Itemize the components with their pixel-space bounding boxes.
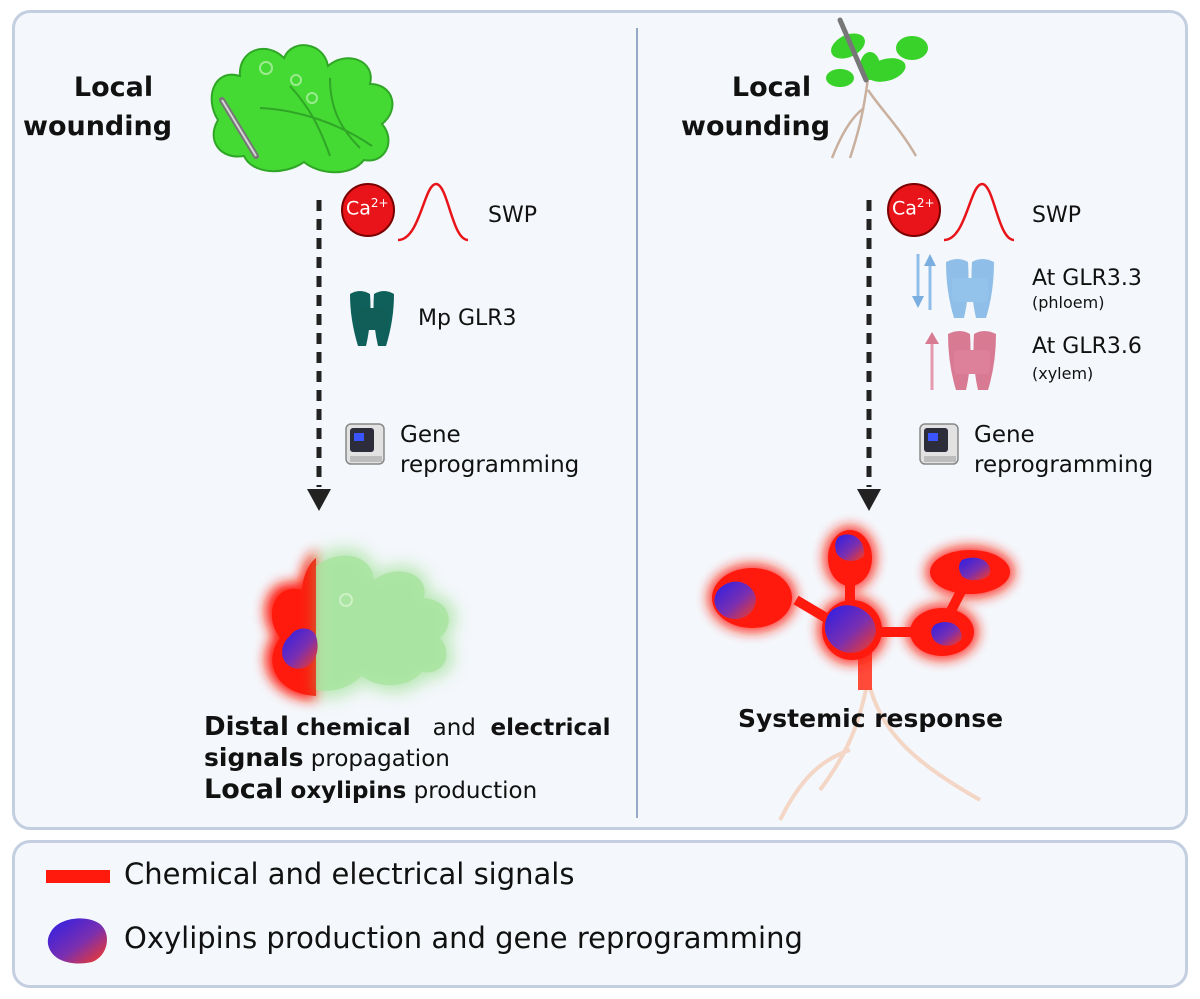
mp-glr3-channel-icon xyxy=(350,291,394,346)
left-result-line1: Distal chemical and electrical xyxy=(204,712,611,742)
sequencer-icon xyxy=(919,423,959,465)
calcium-icon xyxy=(887,183,941,237)
thallus-pore xyxy=(259,61,273,75)
upward-arrow-icon xyxy=(925,332,939,390)
right-gene-label: Gene reprogramming xyxy=(974,420,1153,480)
legend-signal-swatch xyxy=(46,870,110,883)
glr36-label: At GLR3.6 xyxy=(1032,334,1142,359)
left-result-line2: signals propagation xyxy=(204,743,450,772)
needle-icon xyxy=(837,17,869,83)
thallus-pore xyxy=(290,74,302,86)
oxylipin-blob xyxy=(714,581,756,620)
right-wounding-label: Local wounding xyxy=(681,68,830,146)
left-calcium-wave xyxy=(341,182,469,242)
glr33-channel-icon xyxy=(946,259,994,318)
swp-wave xyxy=(397,182,469,242)
systemic-rosette-illustration xyxy=(708,526,1014,821)
oxylipin-blob xyxy=(824,605,876,653)
right-wounding-line1: Local xyxy=(731,72,812,103)
thallus-pore xyxy=(306,92,318,104)
right-gene-line2: reprogramming xyxy=(974,452,1154,478)
right-calcium-label: Ca2+ xyxy=(892,196,935,220)
left-protein-label: Mp GLR3 xyxy=(418,306,517,331)
right-gene-line1: Gene xyxy=(974,422,1035,448)
left-swp-label: SWP xyxy=(488,203,537,228)
wounded-seedling-illustration xyxy=(826,17,928,159)
oxylipin-blob xyxy=(835,534,865,561)
red-thallus-half xyxy=(271,558,316,696)
left-result-line3: Local oxylipins production xyxy=(204,774,538,805)
calcium-icon xyxy=(341,183,395,237)
split-thallus-illustration xyxy=(265,548,456,700)
needle-highlight xyxy=(221,99,257,157)
sequencer-icon xyxy=(345,423,385,465)
systemic-response-label: Systemic response xyxy=(738,704,1004,733)
glr36-channel-icon xyxy=(948,331,996,390)
left-wounding-line2: wounding xyxy=(23,111,173,142)
left-wounding-label: Local wounding xyxy=(23,68,172,146)
rosette-roots xyxy=(778,679,981,821)
panel-divider xyxy=(636,28,638,818)
oxylipin-blob xyxy=(959,557,991,581)
right-calcium-wave xyxy=(887,182,1015,242)
oxylipin-blob xyxy=(282,628,318,669)
left-wounding-line1: Local xyxy=(73,72,154,103)
oxylipin-blob xyxy=(931,621,962,646)
left-calcium-label: Ca2+ xyxy=(346,196,389,220)
seedling-roots xyxy=(830,77,918,159)
right-dashed-arrow xyxy=(857,200,881,511)
right-swp-label: SWP xyxy=(1032,203,1081,228)
bidirectional-arrows-icon xyxy=(912,254,936,310)
left-gene-line1: Gene xyxy=(400,422,461,448)
wounded-thallus-illustration xyxy=(210,44,394,174)
legend-oxylipin-swatch xyxy=(47,918,107,964)
right-wounding-line2: wounding xyxy=(681,111,831,142)
thallus-veins xyxy=(259,77,373,157)
swp-wave xyxy=(943,182,1015,242)
legend-oxylipin-label: Oxylipins production and gene reprogramm… xyxy=(124,921,803,955)
left-gene-label: Gene reprogramming xyxy=(400,420,579,480)
legend-signal-label: Chemical and electrical signals xyxy=(124,857,575,891)
thallus-shape xyxy=(210,44,394,174)
main-panel xyxy=(12,10,1188,830)
faded-thallus-half xyxy=(316,555,449,691)
glr36-note: (xylem) xyxy=(1032,364,1094,383)
glr33-label: At GLR3.3 xyxy=(1032,266,1142,291)
left-dashed-arrow xyxy=(307,200,331,511)
glr33-note: (phloem) xyxy=(1032,293,1105,312)
left-gene-line2: reprogramming xyxy=(400,452,580,478)
legend-panel xyxy=(12,840,1188,988)
